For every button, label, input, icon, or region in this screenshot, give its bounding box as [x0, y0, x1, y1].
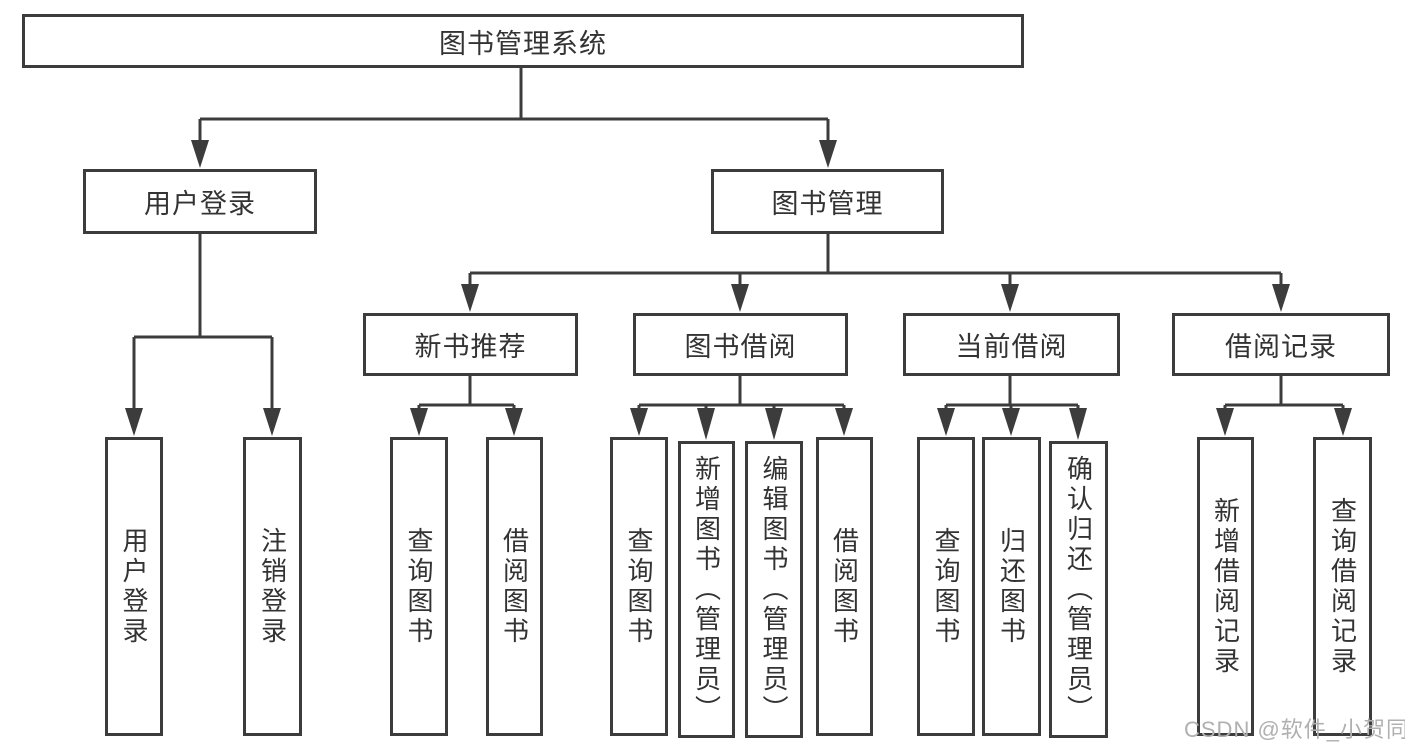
node-new-book-recommend: 新书推荐 — [363, 313, 578, 376]
leaf-current-query-book: 查询图书 — [917, 437, 975, 736]
leaf-records-query-record-label: 查询借阅记录 — [1327, 496, 1358, 677]
leaf-records-add-record: 新增借阅记录 — [1197, 437, 1254, 736]
node-library-system: 图书管理系统 — [22, 14, 1024, 68]
leaf-recommend-borrow-book-label: 借阅图书 — [499, 526, 530, 647]
leaf-borrow-edit-book-admin-label: 编辑图书（管理员） — [759, 454, 789, 725]
leaf-recommend-borrow-book: 借阅图书 — [486, 437, 543, 736]
leaf-borrow-add-book-admin: 新增图书（管理员） — [678, 441, 735, 738]
node-current-borrowing: 当前借阅 — [903, 313, 1120, 376]
leaf-records-query-record: 查询借阅记录 — [1313, 437, 1372, 736]
node-borrowing-records: 借阅记录 — [1172, 313, 1390, 376]
leaf-current-return-book: 归还图书 — [982, 437, 1041, 736]
node-user-login-label: 用户登录 — [144, 189, 256, 219]
node-library-system-label: 图书管理系统 — [439, 28, 607, 59]
node-book-borrowing-label: 图书借阅 — [684, 332, 797, 362]
leaf-user-login: 用户登录 — [105, 437, 163, 736]
node-borrowing-records-label: 借阅记录 — [1225, 332, 1337, 362]
leaf-borrow-add-book-admin-label: 新增图书（管理员） — [691, 454, 722, 725]
node-user-login: 用户登录 — [83, 169, 317, 234]
leaf-current-confirm-return-admin: 确认归还（管理员） — [1049, 441, 1108, 738]
node-current-borrowing-label: 当前借阅 — [955, 332, 1068, 362]
leaf-logout: 注销登录 — [243, 437, 302, 736]
leaf-borrow-borrow-book: 借阅图书 — [816, 437, 873, 736]
node-book-borrowing: 图书借阅 — [633, 313, 848, 376]
node-book-management-label: 图书管理 — [771, 189, 884, 219]
node-new-book-recommend-label: 新书推荐 — [414, 332, 527, 362]
leaf-borrow-query-book-label: 查询图书 — [624, 526, 654, 647]
leaf-current-confirm-return-admin-label: 确认归还（管理员） — [1063, 454, 1094, 725]
leaf-borrow-edit-book-admin: 编辑图书（管理员） — [745, 441, 803, 738]
leaf-current-query-book-label: 查询图书 — [931, 526, 961, 647]
leaf-current-return-book-label: 归还图书 — [996, 526, 1027, 647]
watermark: CSDN @软件_小贺同学 — [1184, 717, 1405, 742]
leaf-borrow-borrow-book-label: 借阅图书 — [829, 526, 860, 647]
leaf-recommend-query-book-label: 查询图书 — [404, 526, 434, 647]
leaf-user-login-label: 用户登录 — [119, 526, 149, 647]
arrowheads — [125, 140, 1352, 440]
leaf-records-add-record-label: 新增借阅记录 — [1210, 496, 1241, 677]
leaf-borrow-query-book: 查询图书 — [610, 437, 668, 736]
node-book-management: 图书管理 — [711, 169, 944, 234]
leaf-logout-label: 注销登录 — [257, 526, 288, 647]
leaf-recommend-query-book: 查询图书 — [390, 437, 448, 736]
